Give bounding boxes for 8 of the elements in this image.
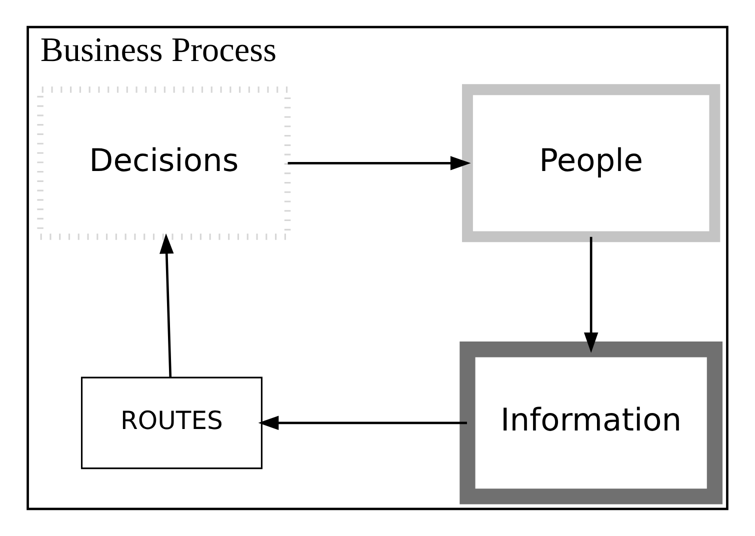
node-box: People — [462, 84, 720, 242]
node-box: Decisions — [37, 86, 291, 240]
node-box: Information — [460, 342, 723, 504]
node-box: ROUTES — [80, 376, 262, 470]
arrow — [258, 416, 467, 430]
arrow — [288, 156, 471, 170]
arrow — [160, 233, 174, 378]
arrow — [584, 236, 598, 353]
